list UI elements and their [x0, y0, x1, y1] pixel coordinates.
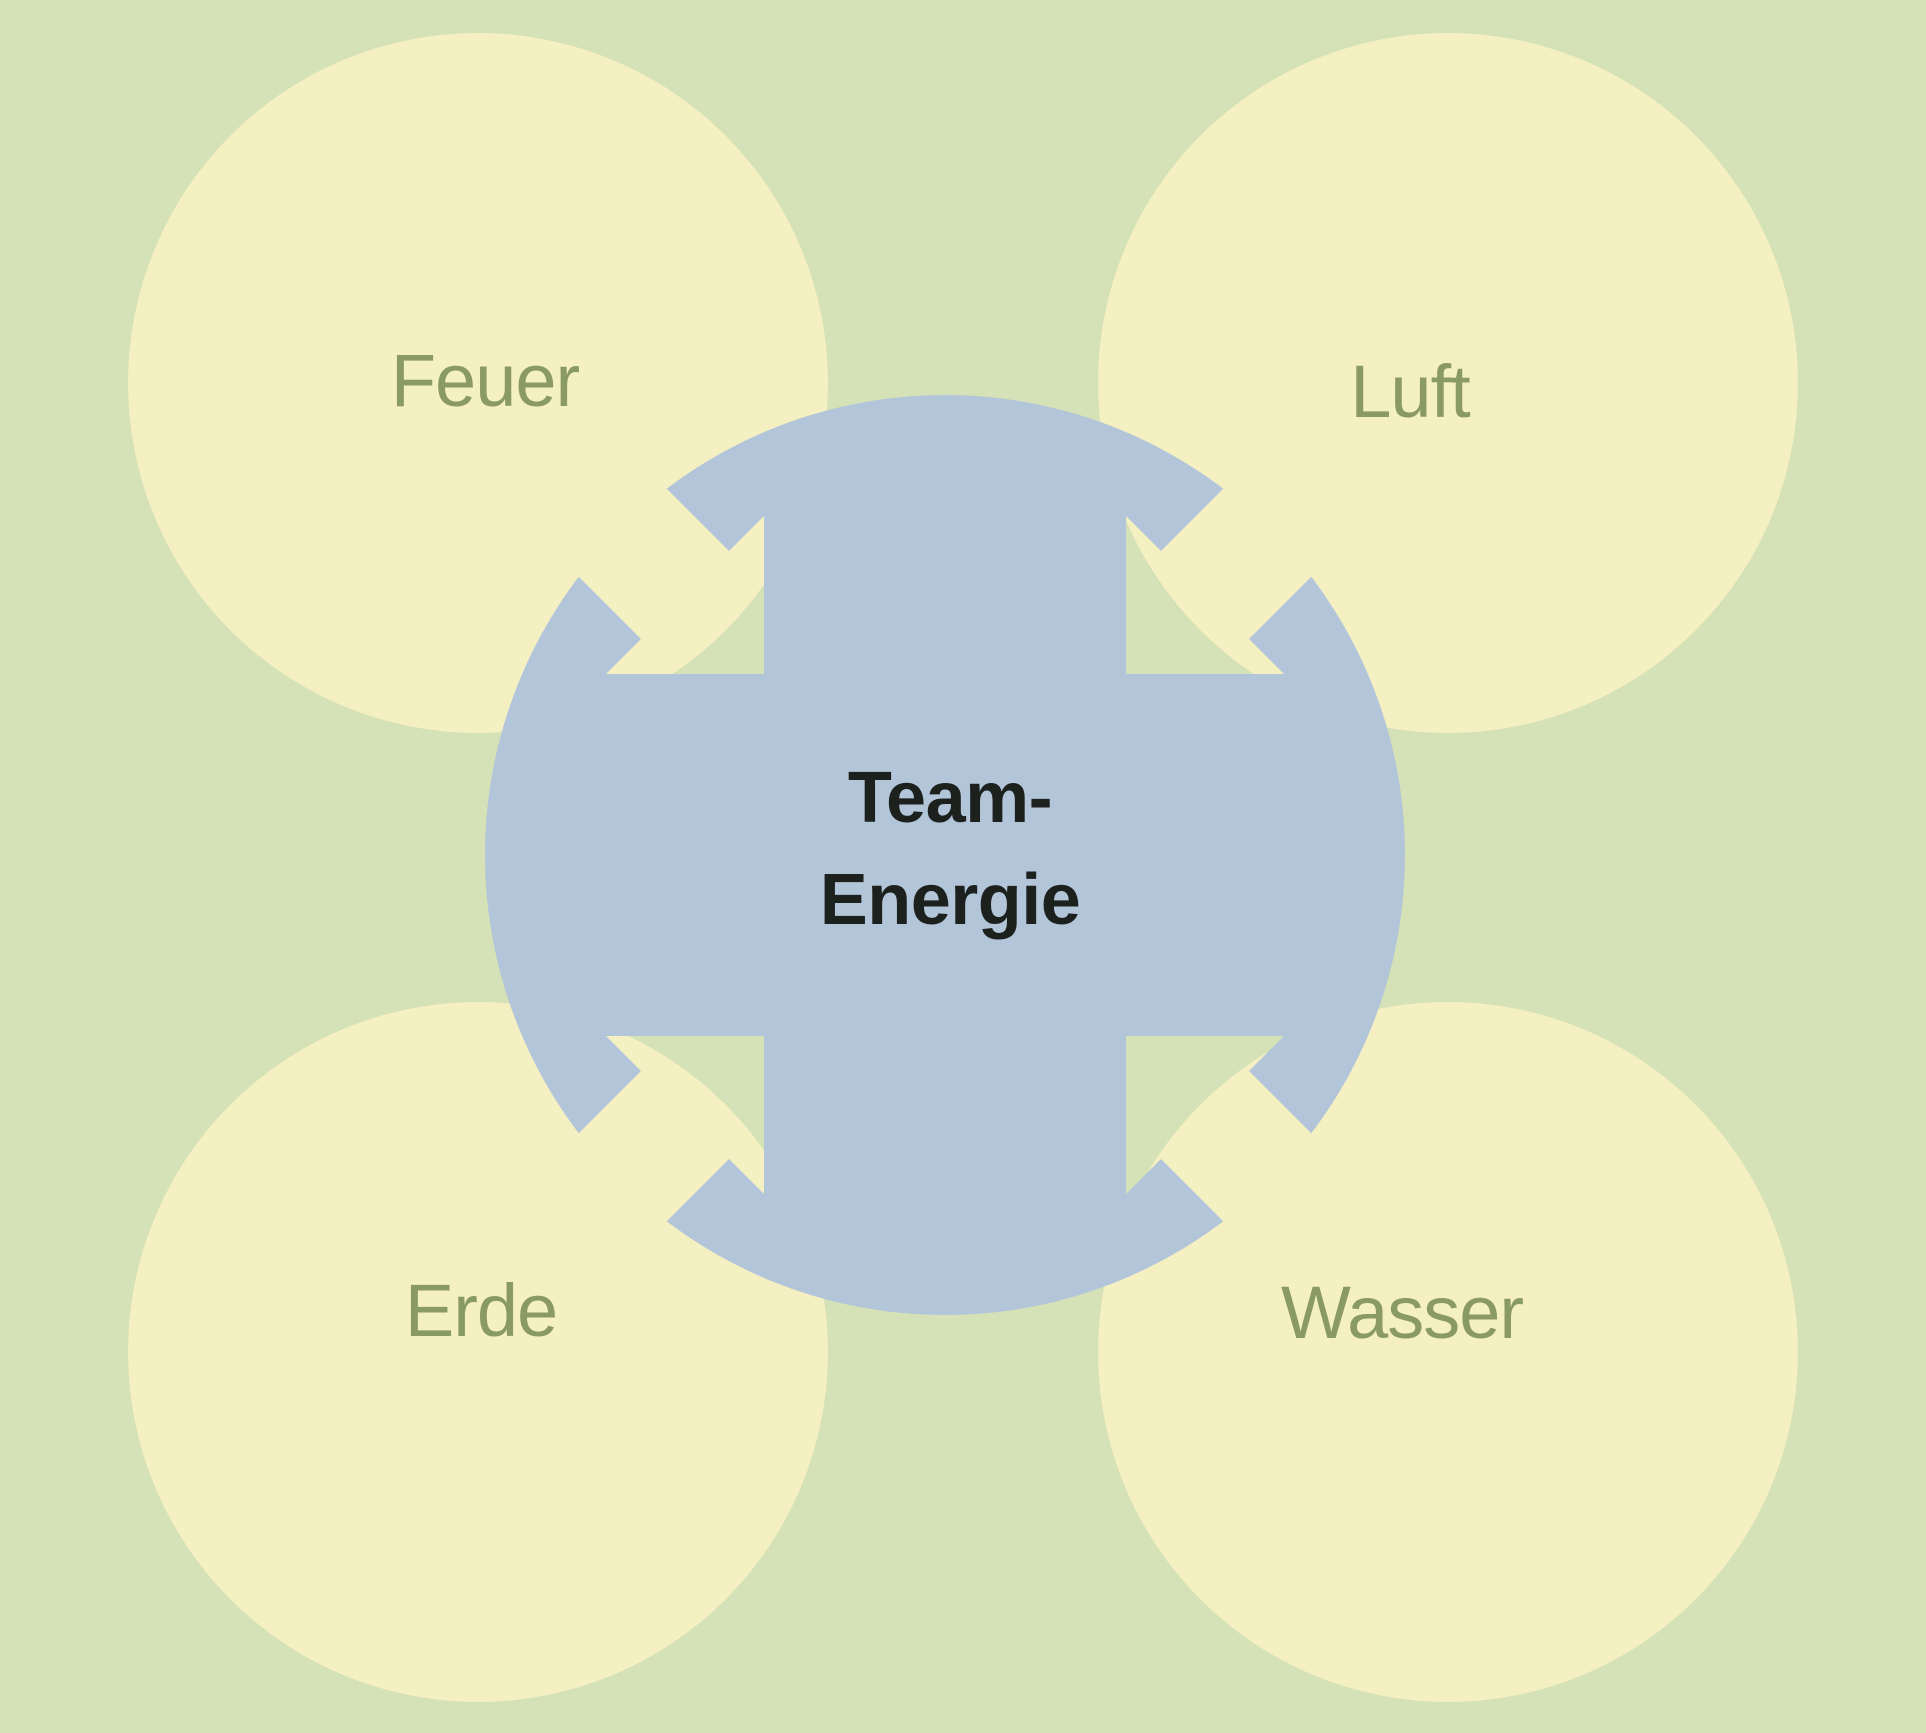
center-circle — [485, 395, 1405, 1315]
label-wasser: Wasser — [1280, 1271, 1524, 1354]
center-label-line2: Energie — [819, 860, 1081, 940]
center-label: Team- Energie — [820, 747, 1081, 951]
center-label-line1: Team- — [847, 758, 1053, 838]
label-feuer: Feuer — [390, 339, 580, 422]
label-luft: Luft — [1350, 350, 1470, 433]
label-erde: Erde — [404, 1269, 558, 1352]
